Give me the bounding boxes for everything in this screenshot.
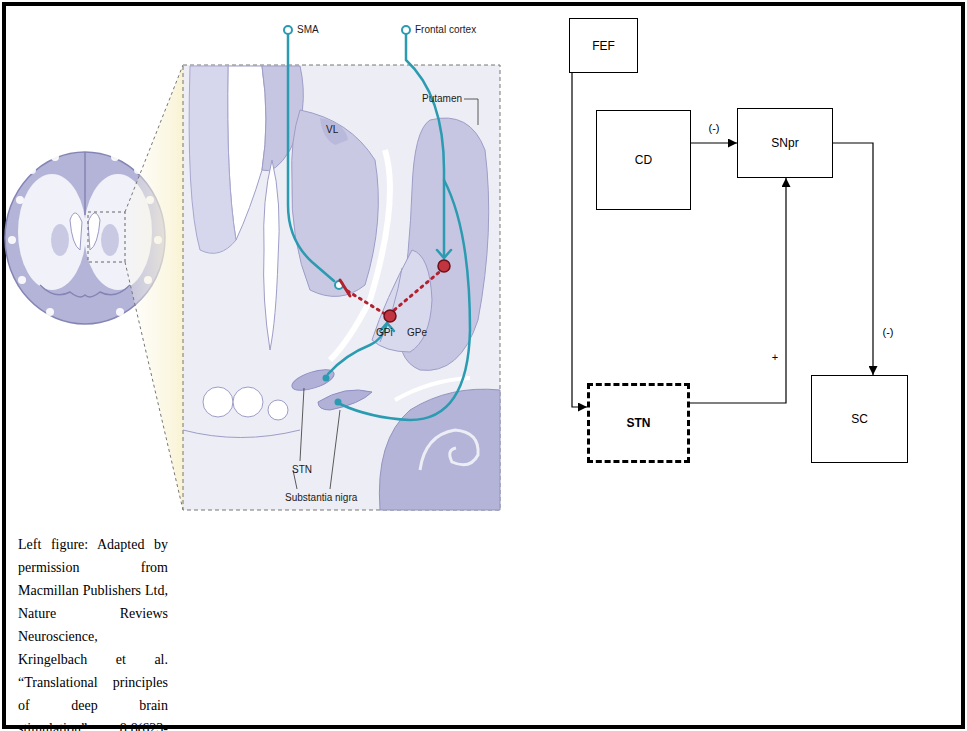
- area-label: STN: [292, 464, 312, 475]
- area-label: Substantia nigra: [285, 492, 357, 503]
- box-text: SNpr: [771, 136, 798, 150]
- pathway-arrow: [833, 143, 873, 375]
- area-label: Frontal cortex: [415, 24, 476, 35]
- area-label: GPi: [376, 327, 393, 338]
- pathway-arrow: [691, 142, 737, 143]
- sign-label: +: [770, 351, 780, 363]
- sign-label: (-): [707, 122, 722, 134]
- highlighted-region-box: STN: [587, 383, 690, 463]
- region-box: FEF: [569, 18, 638, 73]
- region-box: SNpr: [737, 108, 833, 178]
- box-text: SC: [851, 412, 868, 426]
- zoomed-section: [183, 65, 500, 510]
- area-label: SMA: [297, 24, 319, 35]
- leader-lines: [293, 99, 478, 489]
- area-label: Putamen: [422, 93, 462, 104]
- region-box: CD: [596, 110, 691, 210]
- area-label: VL: [326, 124, 338, 135]
- pathway-arrow: [572, 73, 587, 407]
- sign-label: (-): [881, 326, 896, 338]
- pathway-arrow: [690, 178, 786, 403]
- figure-caption: Left figure: Adapted by permission from …: [18, 533, 168, 731]
- box-text: CD: [635, 153, 652, 167]
- region-box: SC: [811, 375, 908, 463]
- box-text: STN: [627, 416, 651, 430]
- box-text: FEF: [592, 39, 615, 53]
- pathway-lines: [284, 26, 470, 420]
- area-label: GPe: [407, 327, 427, 338]
